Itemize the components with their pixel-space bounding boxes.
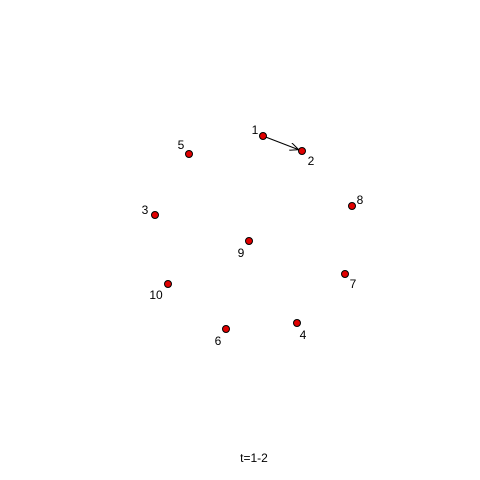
node-1 (259, 132, 267, 140)
node-label-9: 9 (238, 246, 245, 260)
labels-layer: 1 2 3 4 5 6 7 8 9 10 (142, 123, 364, 348)
node-8 (348, 202, 356, 210)
nodes-layer (151, 132, 356, 333)
node-label-7: 7 (350, 277, 357, 291)
node-10 (164, 280, 172, 288)
edges-layer (266, 136, 298, 149)
node-label-6: 6 (215, 334, 222, 348)
node-3 (151, 211, 159, 219)
node-label-5: 5 (178, 138, 185, 152)
node-label-10: 10 (149, 288, 163, 302)
node-5 (185, 150, 193, 158)
node-4 (293, 319, 301, 327)
time-step-caption: t=1-2 (240, 451, 268, 465)
node-9 (245, 237, 253, 245)
node-label-4: 4 (300, 328, 307, 342)
node-label-2: 2 (308, 154, 315, 168)
node-2 (298, 147, 306, 155)
node-7 (341, 270, 349, 278)
node-label-3: 3 (142, 203, 149, 217)
node-label-8: 8 (357, 193, 364, 207)
edge-1-2 (266, 136, 298, 149)
node-6 (222, 325, 230, 333)
node-label-1: 1 (252, 123, 259, 137)
